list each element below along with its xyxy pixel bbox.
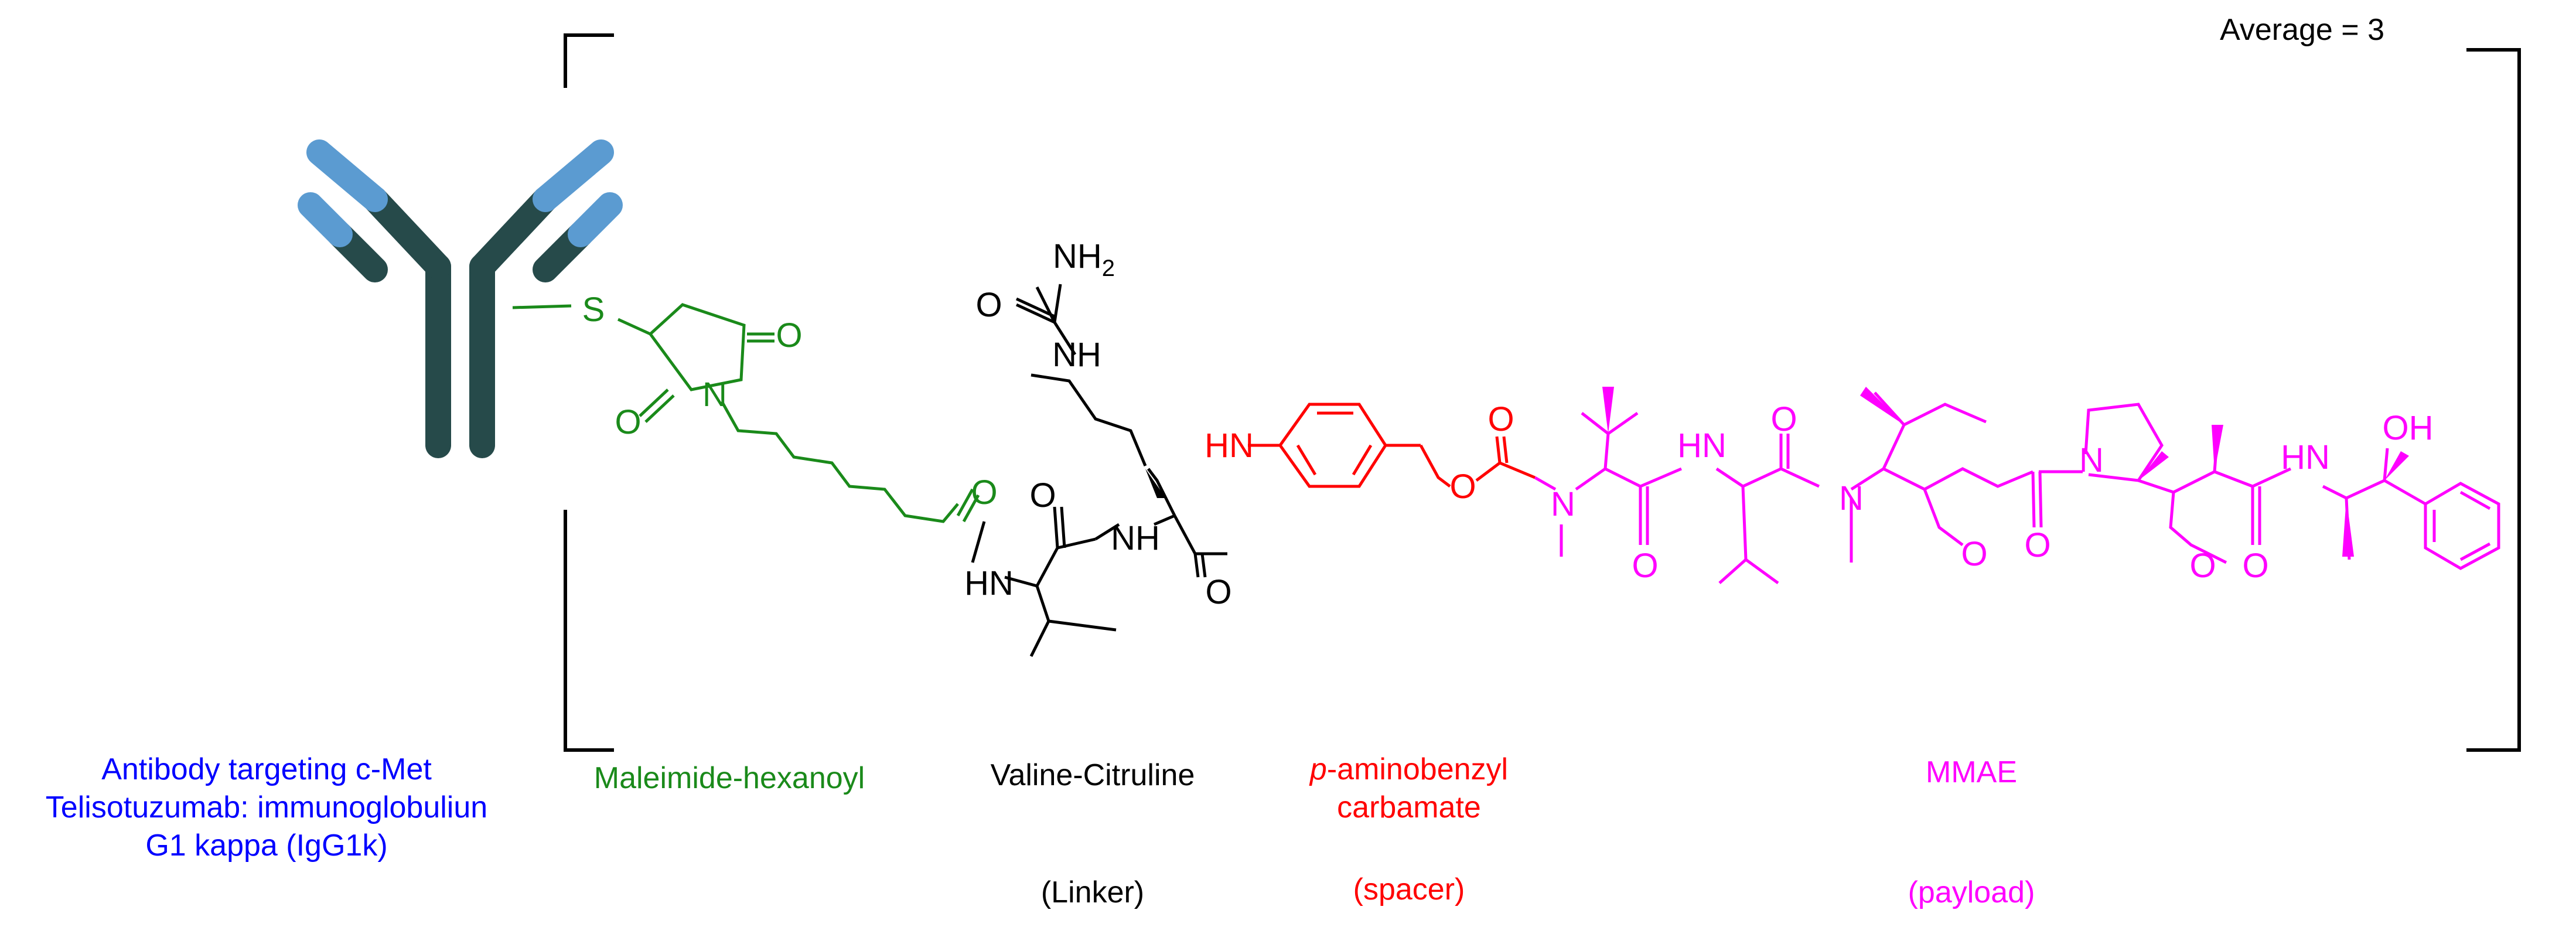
average-label: Average = 3 [2220,13,2384,47]
valine-citrulline-label: Valine-Citruline [991,758,1195,792]
valine-citrulline-structure [971,284,1227,657]
mmae-structure [1534,391,2500,585]
maleimide-hexanoyl-structure [512,303,980,523]
antibody-label-line1: Antibody targeting c-Met [101,752,432,786]
mmae-o-atom-4: O [2024,526,2050,564]
maleimide-hexanoyl-label: Maleimide-hexanoyl [594,761,865,795]
linker-label: (Linker) [1041,875,1144,909]
mmae-o-atom-6: O [2242,547,2268,585]
mmae-o-atom-5: O [2189,547,2216,585]
valine-o-atom: O [1029,476,1056,514]
left-bracket [564,33,614,752]
maleimide-s-atom: S [582,291,605,329]
wedge-bond-1 [1145,469,1166,498]
citrulline-amide-o-atom: O [1205,573,1231,611]
citrulline-nh-atom: NH [1052,336,1101,374]
maleimide-n-atom: N [702,376,727,414]
antibody-label-line3: G1 kappa (IgG1k) [145,829,387,863]
mmae-hn-atom: HN [2281,438,2330,476]
mmae-o-atom-2: O [1770,400,1797,438]
antibody-icon [298,139,623,458]
pab-label-line2: carbamate [1337,790,1481,824]
mmae-n-atom-1: N [1551,485,1575,523]
mmae-n-atom-2: N [1839,479,1864,517]
antibody-label: Antibody targeting c-Met Telisotuzumab: … [46,752,487,863]
mmae-o-atom-1: O [1632,547,1658,585]
payload-label: (payload) [1908,875,2035,909]
citrulline-o-atom: O [975,286,1002,324]
citrulline-nh2-atom: NH2 [1053,237,1115,281]
mmae-hn-h: HN [1677,427,1727,465]
antibody-label-line2: Telisotuzumab: immunoglobuliun [46,790,487,824]
carbamate-o-atom-1: O [1449,468,1476,506]
mmae-n-atom-3: N [2079,441,2104,479]
spacer-label: (spacer) [1353,873,1465,906]
maleimide-o-atom-2: O [615,403,641,441]
mmae-oh-atom: OH [2383,409,2434,447]
mmae-wedges [1602,387,2409,557]
hexanoyl-o-atom: O [971,473,997,512]
mmae-label: MMAE [1926,755,2017,789]
pab-spacer-structure [1248,403,1536,488]
valine-hn-atom: HN [964,564,1014,602]
linker-nh-atom: NH [1111,519,1160,557]
carbamate-o-atom-2: O [1487,400,1514,438]
right-bracket [2466,48,2521,752]
pab-hn-atom: HN [1205,427,1254,465]
mmae-o-atom-3: O [1961,535,1987,573]
pab-label-line1: p-aminobenzyl [1309,752,1508,786]
maleimide-o-atom-1: O [776,316,802,355]
